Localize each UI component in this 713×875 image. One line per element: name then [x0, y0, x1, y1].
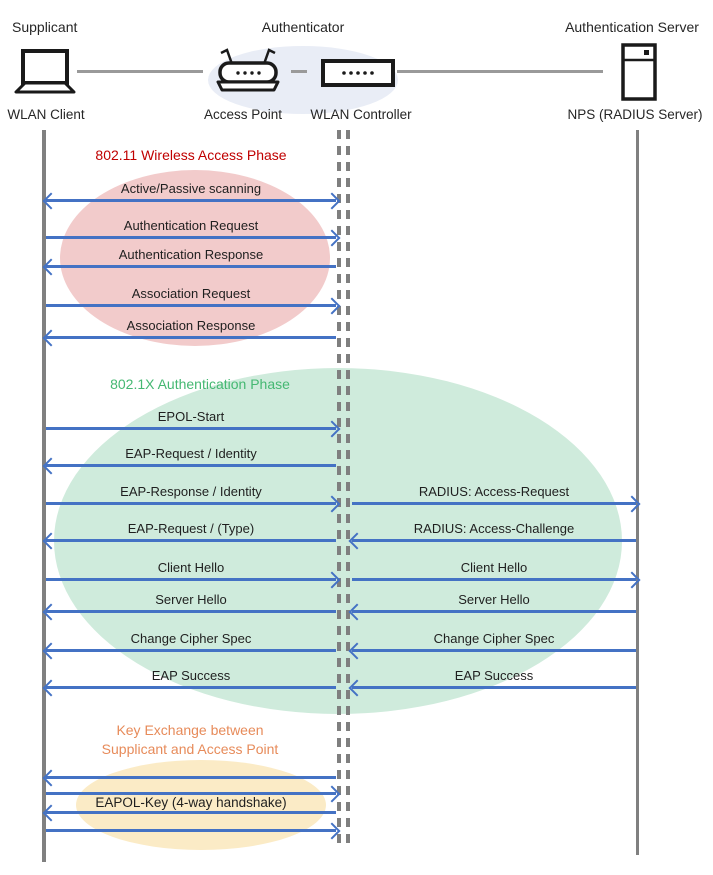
server-icon	[620, 42, 658, 102]
message-label: EAP Success	[454, 668, 534, 683]
message-arrow-right	[46, 420, 340, 438]
role-label-authenticator: Authenticator	[261, 19, 345, 35]
wlan-controller-icon	[321, 59, 395, 87]
message-arrow-left	[42, 603, 336, 621]
device-label-wlan-controller: WLAN Controller	[310, 107, 412, 122]
message-label: Client Hello	[460, 560, 528, 575]
message-arrow-right	[46, 785, 340, 803]
lifeline-wlan-controller-dashed-right	[346, 130, 350, 850]
message-label: Association Response	[126, 318, 256, 333]
lifeline-nps-server	[636, 130, 639, 855]
key-exchange-phase-ellipse	[76, 760, 326, 850]
lifeline-wlan-controller-dashed-left	[337, 130, 341, 850]
message-label: EPOL-Start	[157, 409, 225, 424]
message-arrow-right	[46, 822, 340, 840]
connector-client-to-ap	[77, 70, 203, 73]
message-label: RADIUS: Access-Challenge	[413, 521, 575, 536]
message-label: Change Cipher Spec	[433, 631, 555, 646]
message-arrow-left	[42, 457, 336, 475]
laptop-icon	[10, 48, 80, 96]
message-arrow-left	[42, 679, 336, 697]
lifeline-wlan-client	[42, 130, 46, 862]
message-label: Change Cipher Spec	[130, 631, 252, 646]
connector-ap-to-controller	[291, 70, 307, 73]
message-arrow-left	[348, 679, 636, 697]
message-arrow-right	[46, 297, 340, 315]
eapol-key-label: EAPOL-Key (4-way handshake)	[95, 795, 287, 810]
message-arrow-left	[42, 769, 336, 787]
message-label: Association Request	[131, 286, 251, 301]
message-label: Client Hello	[157, 560, 225, 575]
key-exchange-title-line2: Supplicant and Access Point	[101, 741, 279, 757]
dot1x-authentication-phase-title: 802.1X Authentication Phase	[110, 376, 290, 392]
message-arrow-left	[348, 603, 636, 621]
message-arrow-left	[42, 532, 336, 550]
message-arrow-left	[42, 804, 336, 822]
device-label-wlan-client: WLAN Client	[7, 107, 85, 122]
message-label: RADIUS: Access-Request	[418, 484, 570, 499]
role-label-authentication-server: Authentication Server	[565, 19, 699, 35]
message-arrow-left	[42, 642, 336, 660]
device-label-access-point: Access Point	[203, 107, 283, 122]
message-label: EAP-Request / Identity	[125, 446, 257, 461]
message-arrow-right	[352, 571, 640, 589]
message-arrow-left	[348, 642, 636, 660]
message-arrow-left	[42, 258, 336, 276]
message-arrow-right	[46, 571, 340, 589]
message-arrow-left	[42, 329, 336, 347]
message-label: Authentication Request	[123, 218, 259, 233]
message-arrow-left	[348, 532, 636, 550]
message-label: Server Hello	[155, 592, 227, 607]
message-label: EAP-Response / Identity	[120, 484, 262, 499]
message-label: Server Hello	[458, 592, 530, 607]
message-arrow-right	[46, 495, 340, 513]
device-label-nps-radius-server: NPS (RADIUS Server)	[567, 107, 703, 122]
message-label: EAP-Request / (Type)	[127, 521, 255, 536]
message-arrow-right	[352, 495, 640, 513]
connector-controller-to-server	[397, 70, 603, 73]
message-label: Authentication Response	[118, 247, 264, 262]
message-arrow-right	[46, 229, 340, 247]
message-label: Active/Passive scanning	[120, 181, 262, 196]
key-exchange-phase-title: Key Exchange between Supplicant and Acce…	[45, 721, 335, 759]
key-exchange-title-line1: Key Exchange between	[116, 722, 264, 738]
message-label: EAP Success	[151, 668, 231, 683]
message-arrow-both	[42, 192, 340, 210]
wireless-access-phase-title: 802.11 Wireless Access Phase	[95, 147, 287, 163]
role-label-supplicant: Supplicant	[12, 19, 78, 35]
access-point-icon	[212, 46, 284, 94]
